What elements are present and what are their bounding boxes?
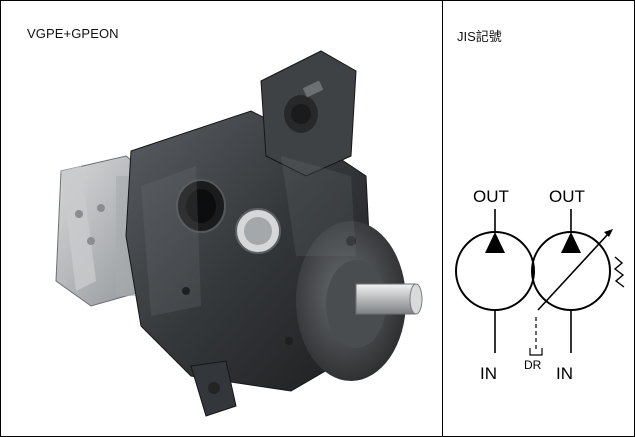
out-label-left: OUT [473,187,509,206]
panel-divider [442,1,443,436]
in-label-right: IN [556,364,573,383]
out-label-right: OUT [549,187,585,206]
rotation-symbol [613,256,625,288]
in-label-left: IN [480,364,497,383]
fixed-pump-arrow [485,232,505,253]
product-model-title: VGPE+GPEON [27,26,119,41]
drain-label: DR [524,358,542,372]
pump-illustration [55,50,423,417]
jis-hydraulic-symbol: OUT OUT IN IN DR [443,171,634,401]
symbol-title: JIS記號 [457,29,502,44]
pump-product-photo [21,36,429,431]
pump-symbol-diagram: OUT OUT IN IN DR [455,187,625,383]
variable-pump-arrow [561,232,581,253]
variable-displacement-arrow [537,232,610,311]
